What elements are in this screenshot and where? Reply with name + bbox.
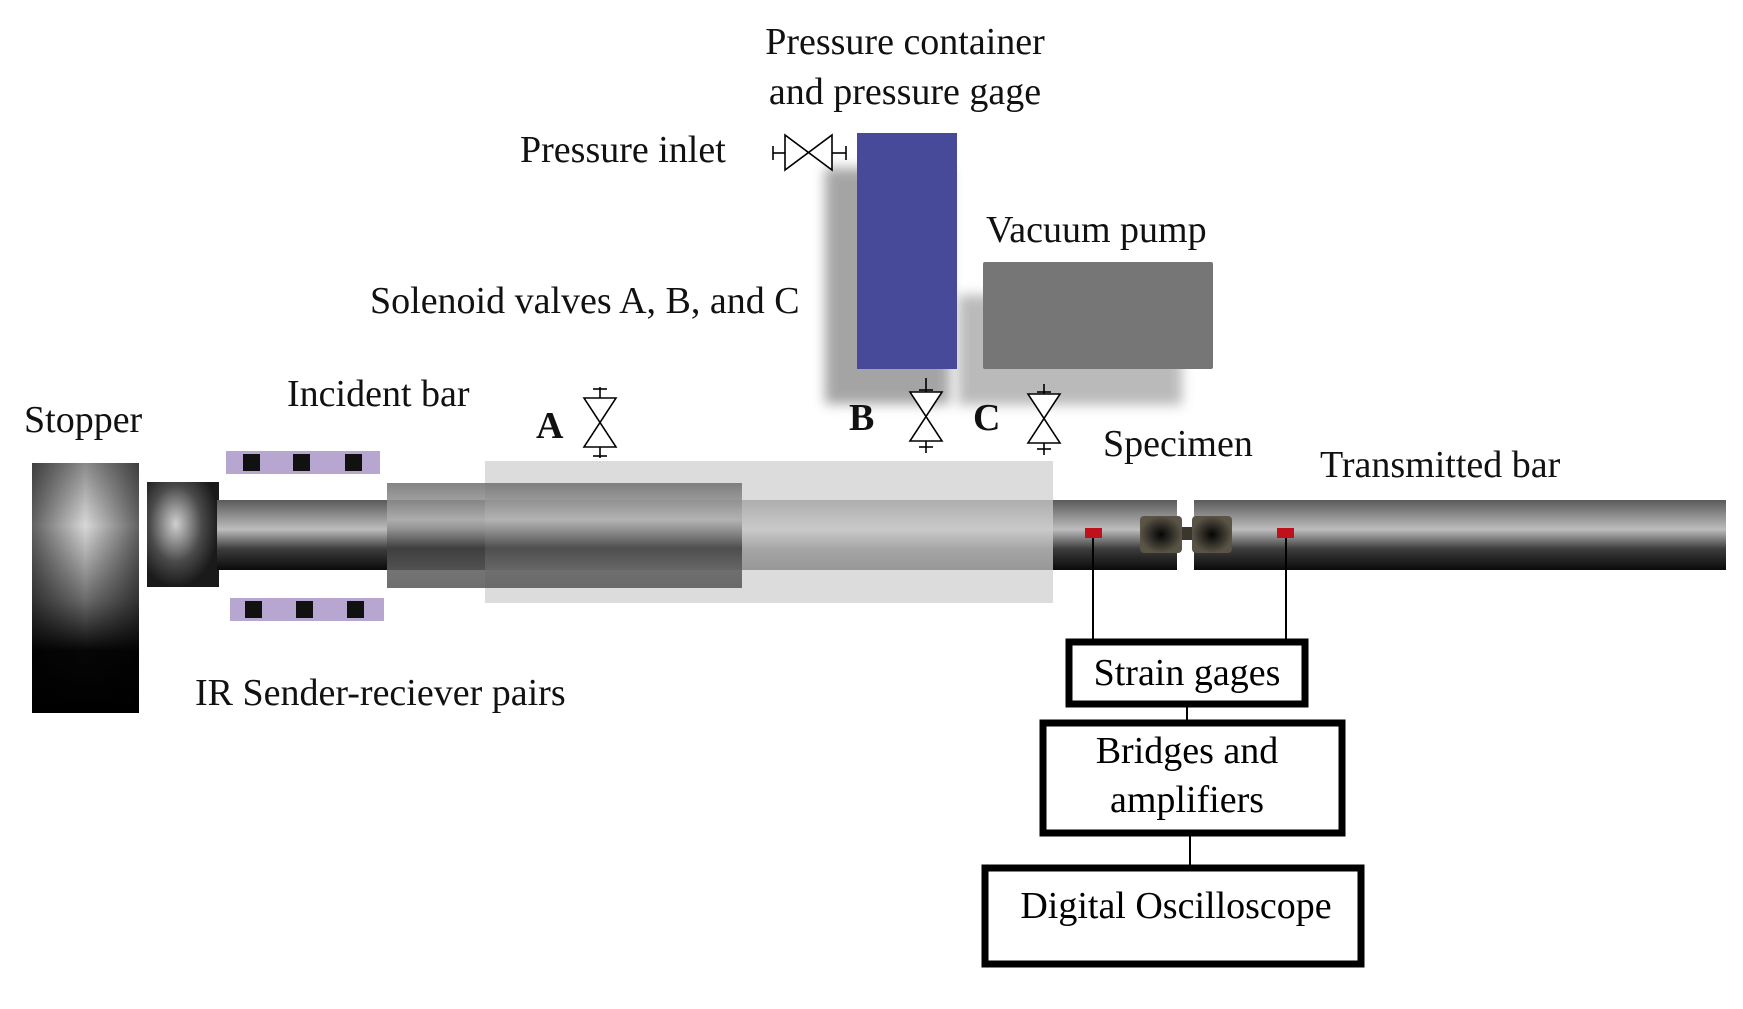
stopper [32, 463, 139, 713]
strain-gages-label: Strain gages [1094, 652, 1281, 694]
solenoid-valve-b [908, 378, 944, 453]
transmitted-bar-label: Transmitted bar [1320, 444, 1561, 486]
solenoid-valve-c [1026, 384, 1062, 455]
pressure-container [857, 133, 957, 369]
pressure-inlet-label: Pressure inlet [520, 129, 726, 171]
strain-gage-incident [1085, 528, 1102, 538]
oscilloscope-box: Digital Oscilloscope [981, 864, 1365, 968]
bridges-label-line2: amplifiers [1110, 779, 1264, 821]
bridges-amplifiers-box: Bridges and amplifiers [1039, 719, 1346, 837]
ir-pair-bottom [230, 598, 384, 621]
specimen-label: Specimen [1103, 423, 1253, 465]
pressure-inlet-valve [772, 133, 847, 172]
vacuum-pump [983, 262, 1213, 369]
valve-b-label: B [849, 397, 874, 439]
pressure-container-label-line1: Pressure container [765, 21, 1045, 63]
incident-bar-label: Incident bar [287, 373, 470, 415]
ir-pairs-label: IR Sender-reciever pairs [195, 672, 566, 714]
oscilloscope-label: Digital Oscilloscope [1020, 885, 1331, 927]
valve-c-label: C [973, 397, 1000, 439]
vacuum-pump-label: Vacuum pump [986, 209, 1207, 251]
stopper-label: Stopper [24, 399, 143, 441]
pressure-container-label-line2: and pressure gage [769, 71, 1041, 113]
specimen [1140, 516, 1232, 553]
solenoid-valve-a [582, 387, 618, 458]
solenoid-valves-label: Solenoid valves A, B, and C [370, 280, 800, 322]
strain-gages-box: Strain gages [1065, 638, 1309, 708]
transmitted-bar [1194, 500, 1726, 570]
strain-gage-transmitted [1277, 528, 1294, 538]
ir-pair-top [226, 451, 380, 474]
bridges-label-line1: Bridges and [1096, 730, 1279, 772]
valve-a-label: A [536, 405, 564, 447]
incident-bar [147, 461, 1177, 603]
